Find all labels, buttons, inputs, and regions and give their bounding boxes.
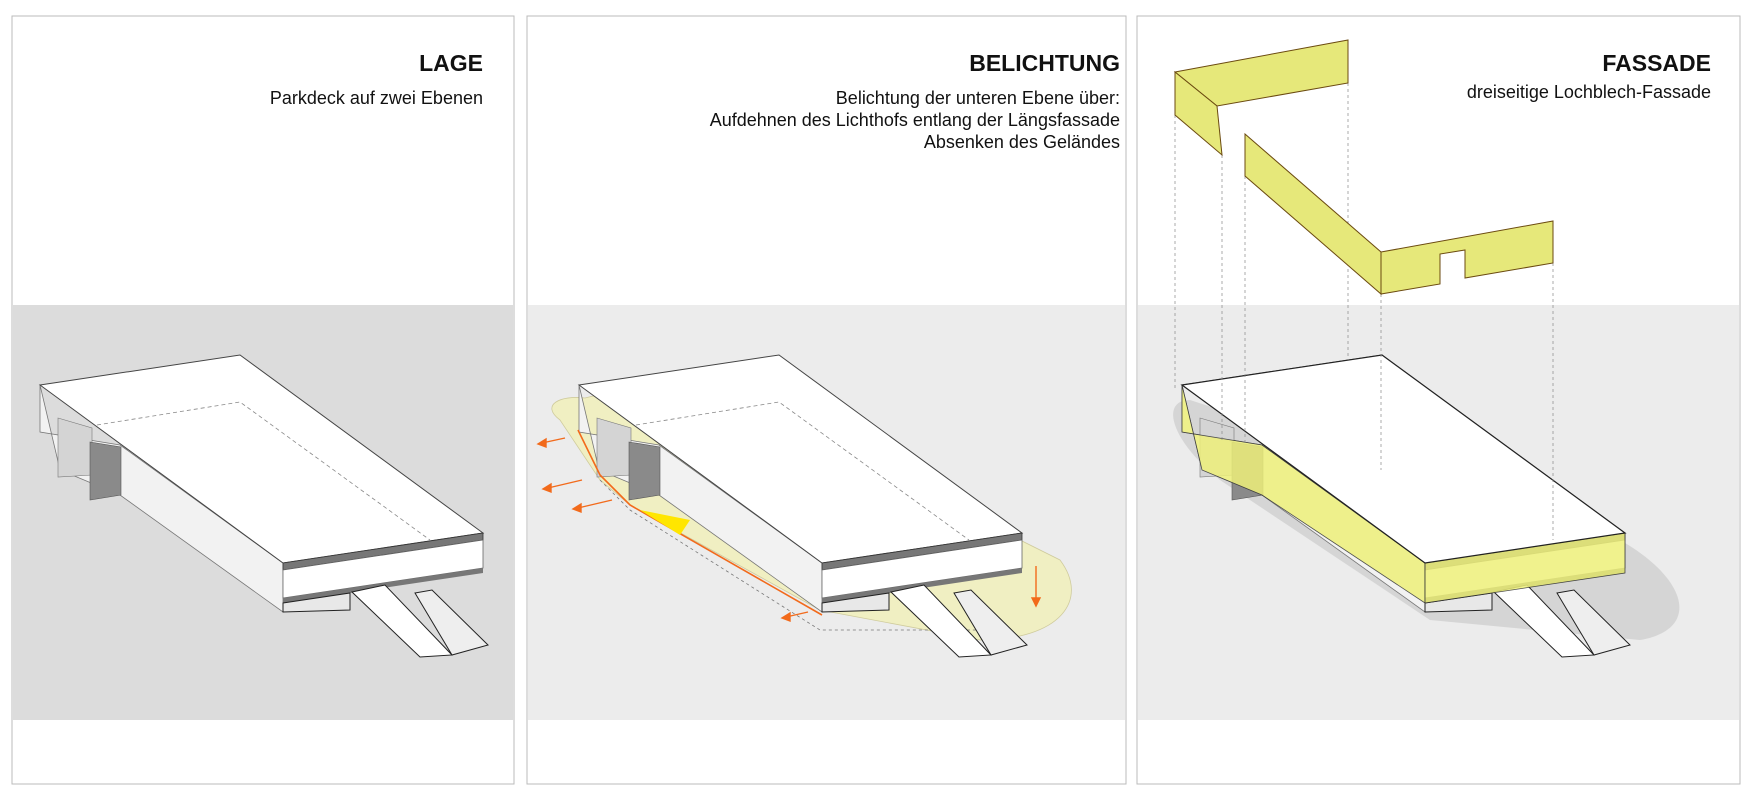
panel-subtitle-line: Absenken des Geländes xyxy=(923,132,1120,152)
building-roof xyxy=(1180,354,1627,564)
panel-1-text: LAGE Parkdeck auf zwei Ebenen xyxy=(270,50,483,109)
facade-panel-south xyxy=(1380,220,1554,295)
panel-subtitle-line: Belichtung der unteren Ebene über: xyxy=(835,88,1120,108)
panel-3-text: FASSADE dreiseitige Lochblech-Fassade xyxy=(1467,50,1711,103)
facade-panels xyxy=(1173,39,1554,296)
panel-2-text: BELICHTUNG Belichtung der unteren Ebene … xyxy=(710,50,1120,153)
panel-fassade xyxy=(1136,15,1741,785)
light-court-yellow xyxy=(640,510,690,535)
panel-subtitle: dreiseitige Lochblech-Fassade xyxy=(1466,82,1711,102)
panel-subtitle-line: Aufdehnen des Lichthofs entlang der Läng… xyxy=(709,110,1120,130)
light-court-edge xyxy=(577,429,823,616)
panel-title: BELICHTUNG xyxy=(969,50,1120,76)
arrow-icon xyxy=(536,437,1042,623)
panel-subtitle: Parkdeck auf zwei Ebenen xyxy=(269,88,483,108)
panel-lage xyxy=(11,15,515,785)
panel-belichtung xyxy=(526,15,1127,785)
facade-panel-west xyxy=(1174,70,1223,157)
panel-title: LAGE xyxy=(419,50,483,76)
panel-title: FASSADE xyxy=(1602,50,1711,76)
projection-lines xyxy=(1174,83,1554,540)
